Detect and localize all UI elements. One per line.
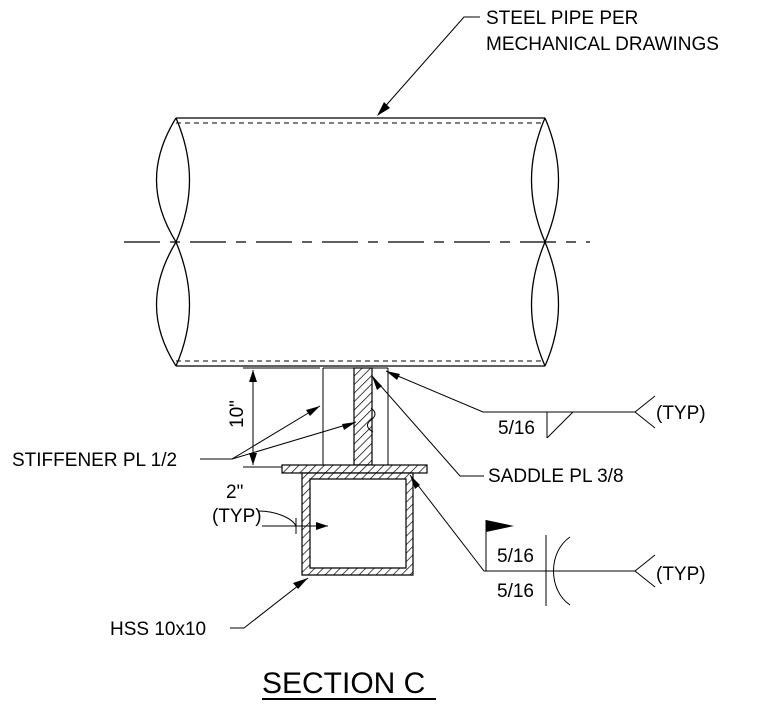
saddle-label: SADDLE PL 3/8 [488,466,624,487]
weld-top-size: 5/16 [498,418,535,439]
pipe-label-line2: MECHANICAL DRAWINGS [486,34,719,55]
weld-mark [367,407,376,433]
weld-bottom-typ: (TYP) [656,564,706,585]
weld-bottom-size-top: 5/16 [497,546,534,567]
weld-top-typ: (TYP) [656,403,706,424]
saddle-assembly [281,367,428,474]
leaders [200,16,656,629]
steel-pipe [124,117,590,367]
weld-bottom-size-bottom: 5/16 [497,581,534,602]
cap-plate [281,464,428,474]
hss-label: HSS 10x10 [110,619,206,640]
pipe-label-line1: STEEL PIPE PER [486,8,638,29]
offset-typ: (TYP) [212,506,262,527]
section-title: SECTION C [262,667,425,700]
saddle-plate [353,367,373,466]
height-dimension: 10" [227,400,248,428]
hss-tube [301,472,414,576]
stiffener-label: STIFFENER PL 1/2 [12,450,177,471]
offset-dimension: 2" [226,482,243,503]
